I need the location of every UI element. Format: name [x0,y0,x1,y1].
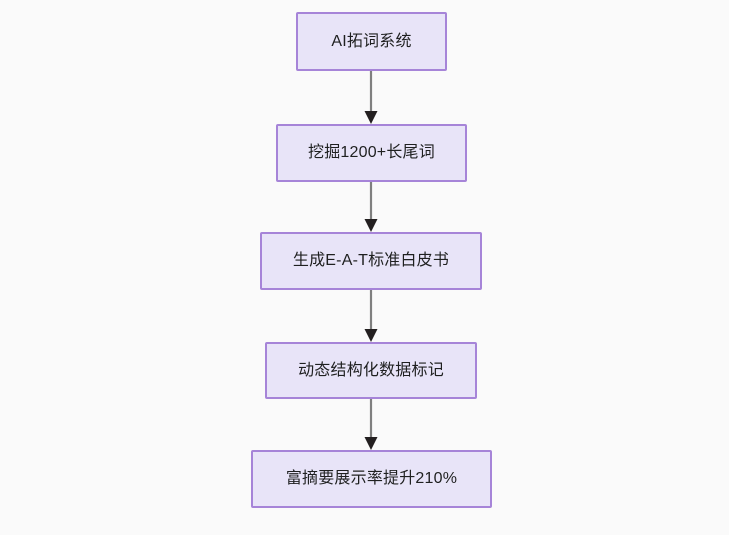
connector-node4-node5 [364,399,378,450]
connector-node1-node2 [364,71,378,124]
flowchart-node-mine-longtail-keywords[interactable]: 挖掘1200+长尾词 [276,124,467,182]
connector-node3-node4 [364,290,378,342]
flowchart-node-generate-eat-whitepaper[interactable]: 生成E-A-T标准白皮书 [260,232,482,290]
flowchart-node-rich-snippet-impression-lift[interactable]: 富摘要展示率提升210% [251,450,492,508]
flowchart-node-dynamic-structured-data-markup[interactable]: 动态结构化数据标记 [265,342,477,399]
connector-node2-node3 [364,182,378,232]
flowchart-node-ai-keyword-system[interactable]: AI拓词系统 [296,12,447,71]
